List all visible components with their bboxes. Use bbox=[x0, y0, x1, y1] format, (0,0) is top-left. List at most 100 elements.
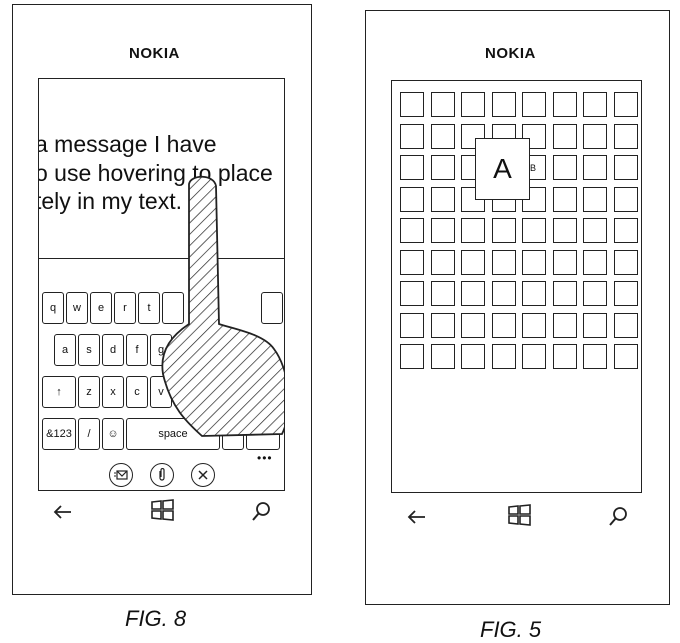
grid-key[interactable] bbox=[430, 92, 455, 117]
grid-key[interactable] bbox=[400, 281, 424, 306]
key-shift[interactable]: ↑ bbox=[42, 376, 76, 408]
key-symbols[interactable]: &123 bbox=[42, 418, 76, 450]
back-arrow-icon[interactable] bbox=[403, 503, 431, 531]
grid-key[interactable] bbox=[522, 249, 546, 275]
grid-key[interactable] bbox=[522, 281, 546, 306]
more-dots[interactable]: ••• bbox=[257, 451, 273, 465]
key-w[interactable]: w bbox=[66, 292, 88, 324]
grid-key[interactable] bbox=[522, 344, 546, 369]
key-q[interactable]: q bbox=[42, 292, 64, 324]
popup-key-a[interactable]: A bbox=[475, 138, 530, 200]
fig8-phone: NOKIA a message I have o use hovering to… bbox=[12, 4, 312, 595]
grid-key[interactable] bbox=[583, 344, 607, 369]
key-emoji[interactable]: ☺ bbox=[102, 418, 124, 450]
grid-key[interactable] bbox=[461, 312, 485, 338]
grid-key[interactable] bbox=[583, 218, 607, 243]
grid-key[interactable] bbox=[583, 92, 607, 117]
paperclip-icon[interactable] bbox=[150, 463, 174, 487]
key-c[interactable]: c bbox=[126, 376, 148, 408]
grid-key[interactable] bbox=[400, 312, 424, 338]
grid-key[interactable] bbox=[400, 186, 424, 212]
key-slash[interactable]: / bbox=[78, 418, 100, 450]
attach-message-icon[interactable] bbox=[109, 463, 133, 487]
grid-key[interactable] bbox=[400, 92, 424, 117]
grid-key[interactable] bbox=[522, 92, 546, 117]
grid-key[interactable] bbox=[613, 312, 638, 338]
grid-key[interactable] bbox=[430, 249, 455, 275]
back-arrow-icon[interactable] bbox=[49, 498, 77, 526]
key-t[interactable]: t bbox=[138, 292, 160, 324]
key-e[interactable]: e bbox=[90, 292, 112, 324]
grid-key[interactable] bbox=[583, 186, 607, 212]
grid-key[interactable] bbox=[491, 218, 516, 243]
grid-key[interactable] bbox=[461, 218, 485, 243]
grid-key[interactable] bbox=[583, 281, 607, 306]
key-x[interactable]: x bbox=[102, 376, 124, 408]
grid-key[interactable] bbox=[613, 186, 638, 212]
grid-key[interactable] bbox=[552, 186, 577, 212]
grid-key[interactable] bbox=[491, 249, 516, 275]
grid-key[interactable] bbox=[613, 92, 638, 117]
grid-key[interactable] bbox=[491, 92, 516, 117]
search-icon[interactable] bbox=[247, 498, 275, 526]
grid-key[interactable] bbox=[583, 249, 607, 275]
grid-key[interactable] bbox=[400, 123, 424, 149]
grid-key[interactable] bbox=[613, 218, 638, 243]
finger-illustration bbox=[161, 175, 284, 437]
grid-key[interactable] bbox=[430, 344, 455, 369]
grid-key[interactable] bbox=[461, 249, 485, 275]
key-z[interactable]: z bbox=[78, 376, 100, 408]
grid-key[interactable] bbox=[461, 281, 485, 306]
grid-key[interactable] bbox=[491, 344, 516, 369]
grid-key[interactable] bbox=[430, 312, 455, 338]
search-icon[interactable] bbox=[604, 503, 632, 531]
grid-key[interactable] bbox=[613, 344, 638, 369]
grid-key[interactable] bbox=[430, 186, 455, 212]
windows-logo-icon[interactable] bbox=[505, 501, 533, 529]
fig5-phone: NOKIA B A bbox=[365, 10, 670, 605]
grid-key[interactable] bbox=[430, 155, 455, 180]
grid-key[interactable] bbox=[400, 344, 424, 369]
key-f[interactable]: f bbox=[126, 334, 148, 366]
grid-key[interactable] bbox=[583, 123, 607, 149]
message-area[interactable]: a message I have o use hovering to place… bbox=[39, 79, 284, 259]
grid-key[interactable] bbox=[491, 312, 516, 338]
grid-key[interactable] bbox=[552, 123, 577, 149]
grid-key[interactable] bbox=[583, 155, 607, 180]
grid-key[interactable] bbox=[552, 249, 577, 275]
grid-key[interactable] bbox=[552, 281, 577, 306]
grid-key[interactable] bbox=[430, 123, 455, 149]
close-icon[interactable] bbox=[191, 463, 215, 487]
key-y[interactable] bbox=[162, 292, 184, 324]
grid-key[interactable] bbox=[430, 218, 455, 243]
grid-key[interactable] bbox=[613, 249, 638, 275]
windows-logo-icon[interactable] bbox=[148, 496, 176, 524]
grid-key[interactable] bbox=[552, 344, 577, 369]
grid-key[interactable] bbox=[552, 155, 577, 180]
grid-key[interactable] bbox=[552, 92, 577, 117]
key-p[interactable] bbox=[261, 292, 283, 324]
grid-key[interactable] bbox=[522, 218, 546, 243]
key-a[interactable]: a bbox=[54, 334, 76, 366]
fig5-caption: FIG. 5 bbox=[480, 617, 542, 642]
message-line-3: tely in my text. bbox=[39, 188, 182, 214]
grid-key[interactable] bbox=[400, 218, 424, 243]
key-r[interactable]: r bbox=[114, 292, 136, 324]
key-s[interactable]: s bbox=[78, 334, 100, 366]
grid-key[interactable] bbox=[461, 92, 485, 117]
grid-key[interactable] bbox=[552, 312, 577, 338]
key-d[interactable]: d bbox=[102, 334, 124, 366]
grid-key[interactable] bbox=[461, 344, 485, 369]
grid-key[interactable] bbox=[583, 312, 607, 338]
message-line-2: o use hovering to place bbox=[39, 160, 273, 186]
grid-key[interactable] bbox=[491, 281, 516, 306]
grid-key[interactable] bbox=[613, 123, 638, 149]
grid-key[interactable] bbox=[430, 281, 455, 306]
grid-key[interactable] bbox=[613, 155, 638, 180]
grid-key[interactable] bbox=[552, 218, 577, 243]
grid-key[interactable] bbox=[613, 281, 638, 306]
grid-key[interactable] bbox=[400, 155, 424, 180]
grid-key[interactable] bbox=[522, 312, 546, 338]
grid-key[interactable] bbox=[400, 249, 424, 275]
message-line-1: a message I have bbox=[39, 131, 217, 157]
